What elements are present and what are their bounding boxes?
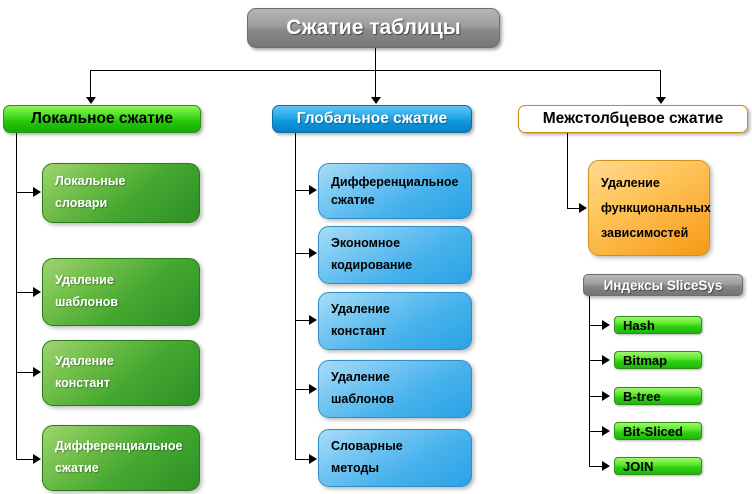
trunk-vertical-line: [375, 48, 376, 70]
index-item-join-label: JOIN: [623, 458, 654, 474]
index-section-header-label: Индексы SliceSys: [603, 277, 723, 293]
arrow-right-index-5: [602, 461, 610, 471]
node-local-2[interactable]: Удаление шаблонов: [42, 258, 200, 326]
index-item-bitmap[interactable]: Bitmap: [614, 351, 702, 369]
trunk-drop-intercolumn: [660, 70, 661, 97]
node-global-4-line-2: шаблонов: [331, 392, 395, 406]
node-global-1-line-2: сжатие: [331, 193, 375, 207]
node-local-1[interactable]: Локальные словари: [42, 163, 200, 223]
diagram-title-box: Сжатие таблицы: [247, 8, 500, 48]
branch-index-1: [589, 325, 603, 326]
node-global-1-line-1: Дифференциальное: [331, 174, 459, 189]
index-item-bit-sliced-label: Bit-Sliced: [623, 423, 683, 439]
branch-local-2: [16, 292, 34, 293]
trunk-drop-local: [90, 70, 91, 97]
node-intercolumn-1-line-1: Удаление: [601, 175, 660, 190]
spine-indexes: [589, 296, 590, 466]
spine-global: [295, 133, 296, 460]
node-local-3-line-2: констант: [55, 376, 110, 390]
column-header-global-label: Глобальное сжатие: [296, 110, 448, 127]
arrow-right-global-3: [309, 315, 317, 325]
node-global-2-line-1: Экономное: [331, 236, 401, 251]
node-intercolumn-1-line-2: функциональных: [601, 200, 711, 215]
node-global-3[interactable]: Удаление констант: [318, 292, 472, 350]
arrow-right-local-2: [33, 287, 41, 297]
node-global-2-line-2: кодирование: [331, 258, 413, 272]
index-item-btree[interactable]: B-tree: [614, 387, 702, 405]
node-intercolumn-1[interactable]: Удаление функциональных зависимостей: [588, 160, 711, 256]
diagram-title-label: Сжатие таблицы: [286, 16, 461, 39]
node-local-4-line-2: сжатие: [55, 461, 99, 475]
arrow-right-index-4: [602, 426, 610, 436]
node-local-1-line-2: словари: [55, 196, 108, 210]
arrow-right-global-1: [309, 185, 317, 195]
branch-index-3: [589, 396, 603, 397]
node-local-3[interactable]: Удаление констант: [42, 340, 200, 406]
arrow-right-intercolumn-1: [579, 203, 587, 213]
node-global-1[interactable]: Дифференциальное сжатие: [318, 163, 472, 219]
arrow-right-local-1: [33, 187, 41, 197]
node-local-4[interactable]: Дифференциальное сжатие: [42, 425, 200, 491]
arrow-right-global-5: [309, 454, 317, 464]
index-item-join[interactable]: JOIN: [614, 457, 702, 475]
branch-global-2: [295, 253, 310, 254]
node-local-1-line-1: Локальные: [55, 174, 126, 189]
arrow-right-global-2: [309, 248, 317, 258]
node-global-5[interactable]: Словарные методы: [318, 429, 472, 487]
arrow-right-local-3: [33, 367, 41, 377]
arrow-right-index-2: [602, 355, 610, 365]
arrow-right-global-4: [309, 384, 317, 394]
branch-intercolumn-1: [567, 208, 580, 209]
node-global-2[interactable]: Экономное кодирование: [318, 226, 472, 284]
node-global-4-line-1: Удаление: [331, 370, 390, 385]
branch-global-1: [295, 190, 310, 191]
node-local-3-line-1: Удаление: [55, 354, 114, 369]
branch-global-3: [295, 320, 310, 321]
branch-local-1: [16, 192, 34, 193]
column-header-local[interactable]: Локальное сжатие: [3, 105, 201, 133]
column-header-global[interactable]: Глобальное сжатие: [272, 105, 472, 133]
branch-index-2: [589, 360, 603, 361]
node-global-3-line-2: констант: [331, 324, 386, 338]
spine-intercolumn: [567, 133, 568, 209]
column-header-intercolumn[interactable]: Межстолбцевое сжатие: [518, 105, 748, 133]
node-intercolumn-1-line-3: зависимостей: [601, 225, 689, 240]
column-header-local-label: Локальное сжатие: [30, 110, 173, 127]
branch-global-4: [295, 389, 310, 390]
spine-local: [16, 133, 17, 460]
arrow-right-index-1: [602, 320, 610, 330]
branch-global-5: [295, 459, 310, 460]
node-local-4-line-1: Дифференциальное: [55, 439, 183, 454]
node-global-5-line-2: методы: [331, 461, 380, 475]
branch-local-3: [16, 372, 34, 373]
index-item-btree-label: B-tree: [623, 388, 661, 404]
index-item-hash[interactable]: Hash: [614, 316, 702, 334]
index-item-bit-sliced[interactable]: Bit-Sliced: [614, 422, 702, 440]
node-global-3-line-1: Удаление: [331, 302, 390, 317]
node-local-2-line-2: шаблонов: [55, 295, 119, 309]
index-section-header[interactable]: Индексы SliceSys: [583, 274, 743, 296]
index-item-hash-label: Hash: [623, 317, 655, 333]
branch-local-4: [16, 459, 34, 460]
branch-index-5: [589, 466, 603, 467]
arrow-down-intercolumn: [656, 97, 666, 104]
branch-index-4: [589, 431, 603, 432]
node-global-4[interactable]: Удаление шаблонов: [318, 360, 472, 418]
column-header-intercolumn-label: Межстолбцевое сжатие: [542, 110, 724, 127]
node-local-2-line-1: Удаление: [55, 273, 114, 288]
index-item-bitmap-label: Bitmap: [623, 352, 668, 368]
arrow-down-global: [371, 97, 381, 104]
trunk-drop-global: [375, 70, 376, 97]
arrow-down-local: [86, 97, 96, 104]
node-global-5-line-1: Словарные: [331, 439, 403, 454]
arrow-right-local-4: [33, 454, 41, 464]
arrow-right-index-3: [602, 391, 610, 401]
